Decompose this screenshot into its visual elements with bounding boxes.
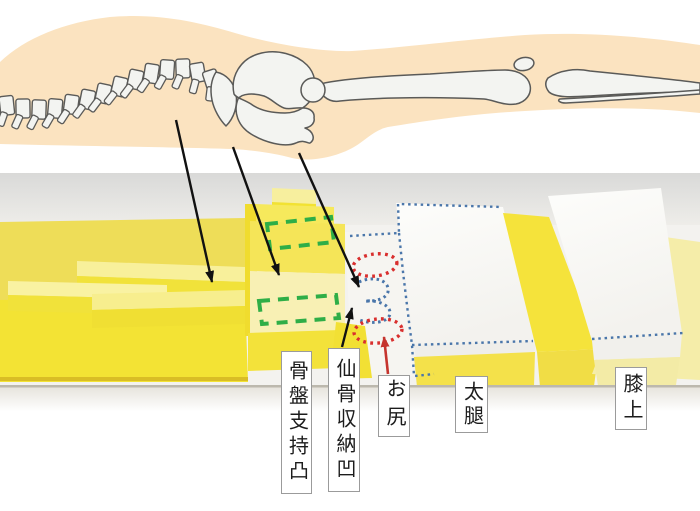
blue-dotted-outline-bottom1: [411, 339, 534, 347]
pelvis-bone: [232, 51, 316, 146]
foam-yellow-strip-top: [503, 213, 599, 352]
arrow-label-to-recess: [340, 307, 354, 348]
foam-slab-mid-front: [92, 306, 245, 328]
red-arrow-hip: [380, 336, 390, 375]
femoral-head-bone: [300, 77, 326, 103]
label-thigh: 太腿: [455, 376, 488, 433]
label-pelvis-support: 骨盤支持凸: [281, 351, 312, 494]
mattress: [0, 188, 700, 387]
foam-pelvis-front-step: [248, 330, 340, 371]
femur-bone: [319, 69, 532, 106]
skeleton: [0, 51, 700, 146]
blue-dotted-outline-top: [349, 202, 503, 238]
foam-slab-mid-top: [92, 290, 245, 310]
foam-white-block2-front: [592, 333, 682, 360]
arrow-sacrum-to-recess: [297, 152, 361, 288]
label-hip: お尻: [378, 375, 410, 437]
label-above-knee: 膝上: [615, 367, 647, 430]
foam-under-block1-yellow: [414, 352, 535, 387]
blue-sacrum-recess-curve: [356, 277, 392, 324]
foam-pelvis-face-lower: [250, 271, 345, 336]
label-sacrum-recess: 仙骨収納凹: [328, 348, 360, 492]
foam-white-block2-top: [548, 188, 682, 341]
red-dotted-ellipse-upper: [351, 252, 399, 278]
patella-bone: [513, 56, 535, 72]
green-dashed-box-upper: [264, 214, 337, 252]
blue-dotted-outline-left: [397, 232, 435, 378]
arrow-pelvis-to-foam: [231, 146, 281, 276]
foam-pelvis-top-block-top: [272, 188, 316, 204]
fibula-bone: [557, 89, 700, 104]
foam-slab-back-top: [77, 261, 245, 282]
red-dotted-ellipse-lower: [352, 317, 404, 345]
green-dashed-box-lower: [256, 292, 342, 327]
foam-yellow-strip-front: [537, 349, 599, 387]
foam-white-block1-top: [396, 203, 536, 345]
foam-left-base-bottom-edge: [0, 377, 248, 381]
blue-dotted-outline-bottom2: [591, 331, 684, 341]
arrow-spine-to-foam: [174, 119, 215, 283]
